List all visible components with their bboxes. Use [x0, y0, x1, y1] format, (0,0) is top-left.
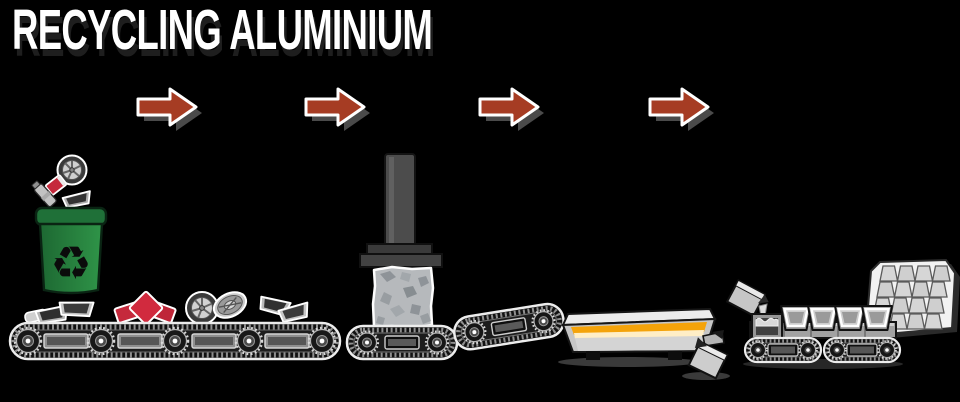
alloy-wheels-icon — [185, 291, 248, 325]
hydraulic-press-icon — [345, 153, 459, 361]
furnace-foot — [586, 351, 600, 360]
recycling-bin-icon: ♻ — [31, 154, 108, 295]
scrap-trays-icon — [24, 301, 95, 325]
transfer-track-icon — [453, 302, 565, 351]
flow-arrow-icon — [304, 87, 370, 131]
furnace-foot — [668, 351, 682, 360]
mould-track-icon — [743, 336, 823, 364]
flow-arrow-icon — [136, 87, 202, 131]
drink-can-icon — [44, 174, 68, 196]
belt-track — [8, 321, 342, 361]
page-title: RECYCLING ALUMINIUM — [12, 0, 433, 62]
falling-scrap-icon — [31, 154, 91, 209]
spray-can-icon — [31, 180, 57, 208]
bin-body — [38, 222, 104, 295]
flow-arrow-icon — [648, 87, 714, 131]
bin-lid — [34, 206, 108, 227]
flow-arrow-icon — [478, 87, 544, 131]
melting-furnace-icon — [558, 307, 730, 380]
filled-mould-icon — [751, 313, 783, 339]
press-track-icon — [345, 324, 459, 361]
recycle-symbol-icon: ♻ — [50, 237, 91, 289]
press-plate — [359, 253, 443, 268]
pouring-crucible-icon — [725, 279, 769, 321]
compacted-bale-icon — [371, 265, 435, 330]
scrap-trays-icon — [259, 295, 309, 323]
belt-gears — [13, 326, 337, 356]
alloy-wheel-icon — [56, 154, 88, 186]
foil-tray-icon — [61, 190, 91, 209]
empty-moulds-icon — [780, 305, 893, 331]
ingot-mould-conveyor-icon — [743, 305, 902, 364]
tipping-bucket-icon — [687, 330, 729, 380]
belt-panels — [43, 333, 310, 349]
casting-line — [725, 258, 960, 369]
scrap-conveyor-icon — [8, 290, 342, 361]
mould-track-icon — [822, 336, 902, 364]
crushed-cans-icon — [113, 290, 177, 326]
